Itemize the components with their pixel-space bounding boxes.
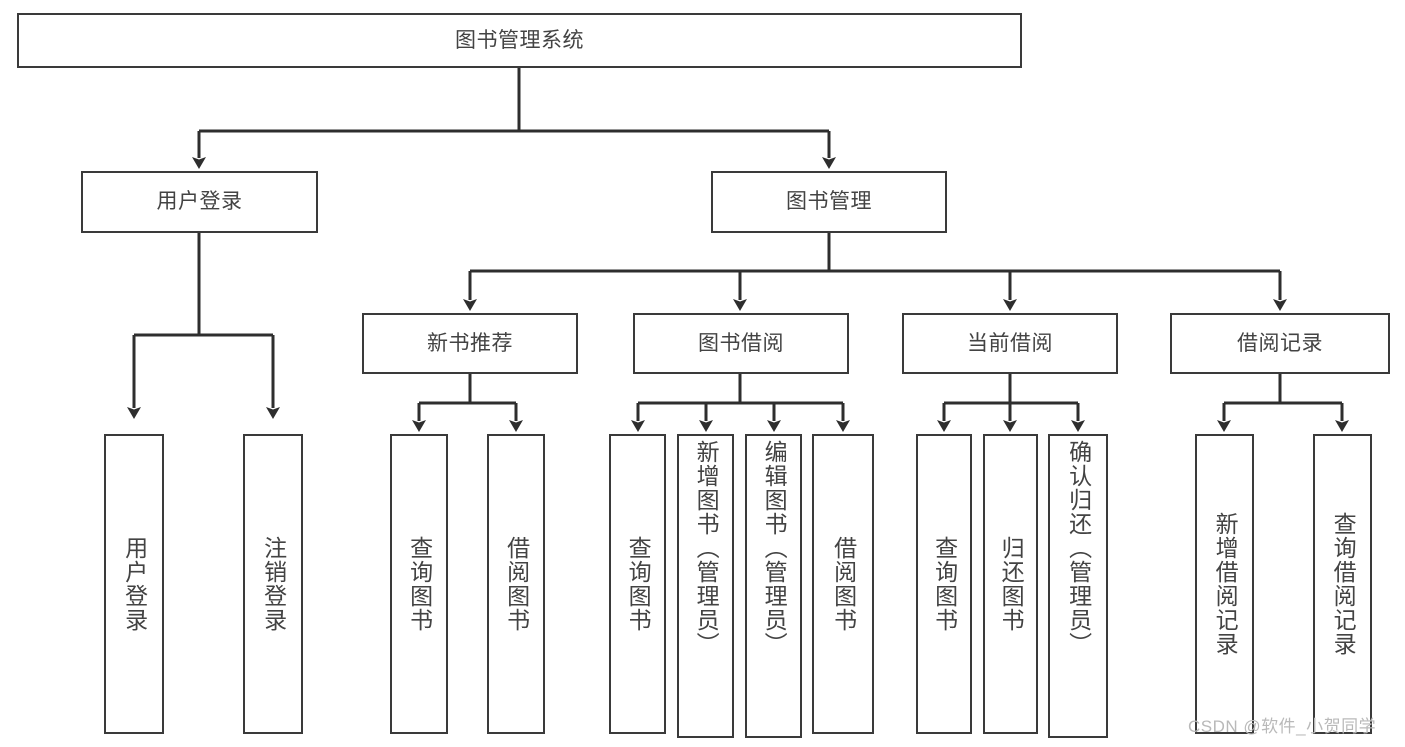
leaf-book-borrow-edit-book-admin[interactable]: 编辑图书（管理员） bbox=[745, 434, 802, 738]
node-label: 查询图书 bbox=[625, 536, 652, 632]
leaf-book-borrow-borrow-book[interactable]: 借阅图书 bbox=[812, 434, 874, 734]
node-book-borrow[interactable]: 图书借阅 bbox=[633, 313, 849, 374]
node-label: 新书推荐 bbox=[427, 331, 513, 355]
leaf-book-borrow-add-book-admin[interactable]: 新增图书（管理员） bbox=[677, 434, 734, 738]
node-root-book-management-system[interactable]: 图书管理系统 bbox=[17, 13, 1022, 68]
leaf-user-login-logout[interactable]: 注销登录 bbox=[243, 434, 303, 734]
node-label: 新增图书（管理员） bbox=[693, 440, 720, 656]
leaf-current-borrow-confirm-return-admin[interactable]: 确认归还（管理员） bbox=[1048, 434, 1108, 738]
node-label: 编辑图书（管理员） bbox=[761, 440, 788, 656]
leaf-borrow-record-add-record[interactable]: 新增借阅记录 bbox=[1195, 434, 1254, 734]
node-current-borrow[interactable]: 当前借阅 bbox=[902, 313, 1118, 374]
node-label: 归还图书 bbox=[998, 536, 1025, 632]
leaf-new-book-query-book[interactable]: 查询图书 bbox=[390, 434, 448, 734]
leaf-new-book-borrow-book[interactable]: 借阅图书 bbox=[487, 434, 545, 734]
node-label: 当前借阅 bbox=[967, 331, 1053, 355]
node-label: 用户登录 bbox=[156, 190, 243, 214]
leaf-current-borrow-query-book[interactable]: 查询图书 bbox=[916, 434, 972, 734]
node-label: 借阅图书 bbox=[503, 536, 530, 632]
watermark-text: CSDN @软件_小贺同学 bbox=[1188, 717, 1377, 736]
node-label: 图书管理 bbox=[786, 190, 872, 214]
leaf-borrow-record-query-record[interactable]: 查询借阅记录 bbox=[1313, 434, 1372, 734]
node-label: 借阅图书 bbox=[830, 536, 857, 632]
node-label: 借阅记录 bbox=[1237, 331, 1323, 355]
leaf-user-login-login[interactable]: 用户登录 bbox=[104, 434, 164, 734]
node-label: 查询图书 bbox=[931, 536, 958, 632]
node-label: 用户登录 bbox=[121, 536, 148, 632]
node-label: 查询借阅记录 bbox=[1330, 512, 1357, 656]
node-label: 图书管理系统 bbox=[455, 28, 584, 52]
node-user-login[interactable]: 用户登录 bbox=[81, 171, 318, 233]
node-label: 图书借阅 bbox=[698, 331, 784, 355]
node-label: 查询图书 bbox=[406, 536, 433, 632]
node-new-book-recommend[interactable]: 新书推荐 bbox=[362, 313, 578, 374]
node-label: 注销登录 bbox=[260, 536, 287, 632]
node-book-management[interactable]: 图书管理 bbox=[711, 171, 947, 233]
node-borrow-record[interactable]: 借阅记录 bbox=[1170, 313, 1390, 374]
node-label: 新增借阅记录 bbox=[1212, 512, 1239, 656]
leaf-current-borrow-return-book[interactable]: 归还图书 bbox=[983, 434, 1038, 734]
leaf-book-borrow-query-book[interactable]: 查询图书 bbox=[609, 434, 666, 734]
node-label: 确认归还（管理员） bbox=[1065, 440, 1092, 656]
